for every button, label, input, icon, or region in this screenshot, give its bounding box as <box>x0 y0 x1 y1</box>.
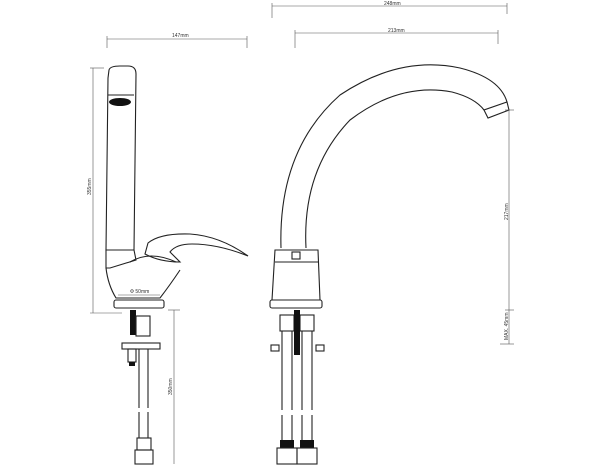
dim-label-248: 248mm <box>384 1 401 7</box>
dim-label-355: 355mm <box>87 178 93 195</box>
spout-column <box>105 65 137 251</box>
dim-side-height <box>90 67 122 314</box>
dim-label-213: 213mm <box>388 28 405 34</box>
dim-total-reach <box>271 3 508 18</box>
dim-max-deck <box>500 310 514 345</box>
front-body <box>271 249 321 301</box>
body-housing <box>105 249 137 269</box>
dim-spout-height <box>505 109 514 311</box>
dim-label-max45: MAX. 45mm <box>504 312 510 340</box>
aerator <box>109 98 131 106</box>
dim-spout-reach <box>294 30 499 48</box>
dim-label-147: 147mm <box>172 33 189 39</box>
front-view: 248mm 213mm 217mm <box>269 1 514 465</box>
dim-side-width <box>106 36 248 48</box>
side-view: 147mm 355mm Φ 50mm <box>87 33 249 465</box>
dim-label-217: 217mm <box>504 203 510 220</box>
dim-hose-length <box>168 309 180 464</box>
spout-arc <box>280 64 508 249</box>
dim-label-350: 350mm <box>168 378 174 395</box>
front-base-plate <box>269 299 323 309</box>
base-plate <box>113 299 165 309</box>
dim-label-diameter: Φ 50mm <box>130 289 149 295</box>
lever-handle <box>144 233 249 263</box>
